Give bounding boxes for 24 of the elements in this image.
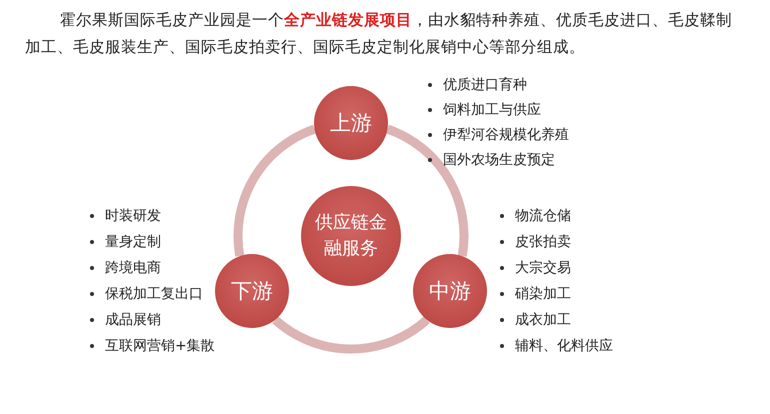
list-item: 时装研发 <box>105 207 161 225</box>
stage-circle: 中游 <box>412 254 487 328</box>
list-item: 量身定制 <box>105 233 161 251</box>
list-item: 饲料加工与供应 <box>443 101 541 119</box>
list-item: 大宗交易 <box>515 259 571 277</box>
list-item: 物流仓储 <box>515 207 571 225</box>
list-item: 优质进口育种 <box>443 76 527 94</box>
intro-paragraph: 霍尔果斯国际毛皮产业园是一个全产业链发展项目，由水貂特种养殖、优质毛皮进口、毛皮鞣制加工、毛皮服装生产、国际毛皮拍卖行、国际毛皮定制化展销中心等部分组成。 <box>25 9 733 58</box>
list-item: 硝染加工 <box>515 285 571 303</box>
list-item: 保税加工复出口 <box>105 285 203 303</box>
ring-arc <box>386 124 468 256</box>
ring-arc <box>234 124 316 256</box>
list-item: 成衣加工 <box>515 311 571 329</box>
center-circle: 供应链金融服务 <box>301 186 401 286</box>
list-item: 伊犁河谷规模化养殖 <box>443 126 569 144</box>
list-item: 辅料、化料供应 <box>515 337 613 355</box>
list-item: 国外农场生皮预定 <box>443 151 555 169</box>
stage-circle: 上游 <box>314 86 388 160</box>
list-item: 皮张拍卖 <box>515 233 571 251</box>
stage-circle: 下游 <box>215 254 290 328</box>
list-item: 成品展销 <box>105 311 161 329</box>
list-item: 跨境电商 <box>105 259 161 277</box>
list-item: 互联网营销+集散 <box>105 337 215 355</box>
ring-arc <box>272 316 430 354</box>
